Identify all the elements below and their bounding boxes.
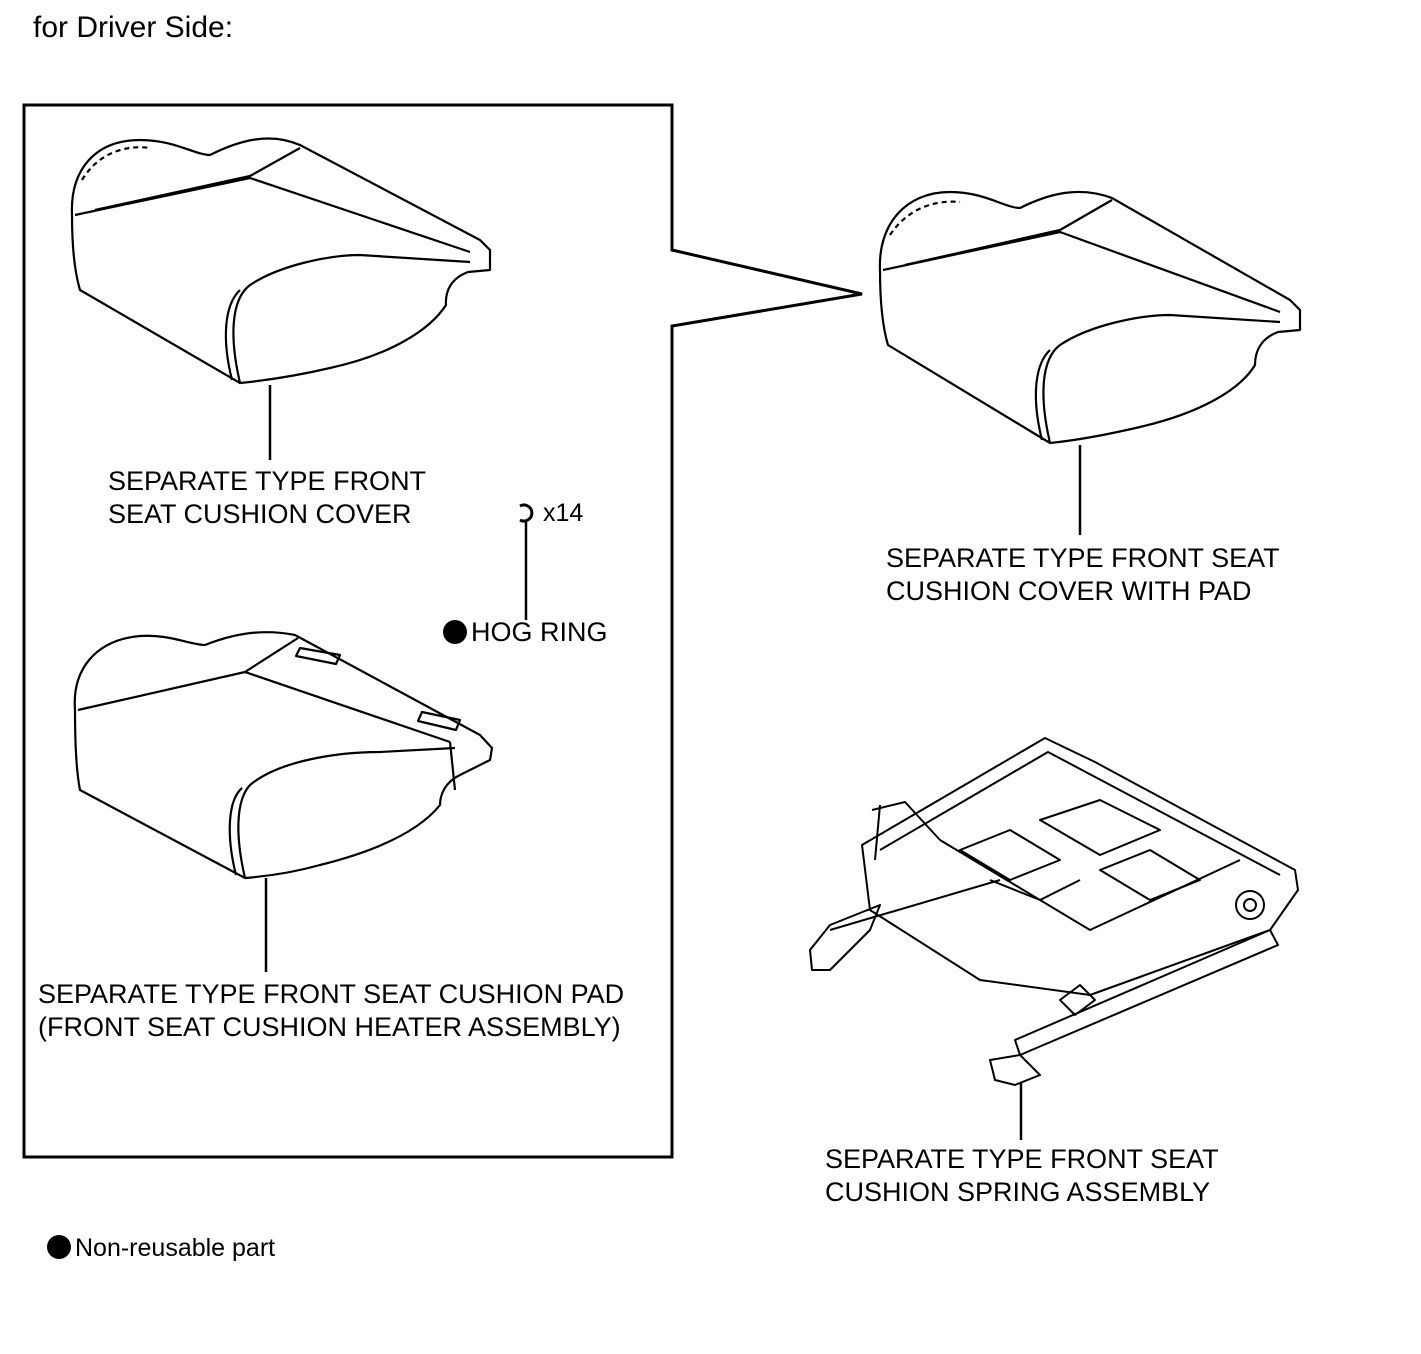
seat-cushion-cover-illustration [70, 137, 492, 385]
label-cushion-cover: SEPARATE TYPE FRONT SEAT CUSHION COVER [108, 465, 426, 531]
label-hog-ring-text: HOG RING [471, 617, 608, 647]
label-cover-with-pad-line-1: SEPARATE TYPE FRONT SEAT [886, 543, 1280, 573]
filled-circle-icon [47, 1235, 71, 1259]
label-cushion-pad-line-1: SEPARATE TYPE FRONT SEAT CUSHION PAD [38, 979, 625, 1009]
cover-with-pad-illustration [878, 190, 1302, 445]
hog-ring-icon [519, 503, 534, 523]
label-spring-assembly-line-1: SEPARATE TYPE FRONT SEAT [825, 1144, 1219, 1174]
seat-cushion-pad-illustration [73, 631, 494, 880]
label-cushion-cover-line-2: SEAT CUSHION COVER [108, 499, 412, 529]
label-hog-ring: HOG RING [443, 616, 608, 649]
non-reusable-dot-icon [443, 620, 467, 644]
spring-assembly-illustration [809, 737, 1299, 1086]
legend-non-reusable-text: Non-reusable part [75, 1234, 276, 1262]
legend-non-reusable: Non-reusable part [47, 1232, 275, 1265]
label-spring-assembly-line-2: CUSHION SPRING ASSEMBLY [825, 1177, 1211, 1207]
label-cushion-pad-line-2: (FRONT SEAT CUSHION HEATER ASSEMBLY) [38, 1012, 621, 1042]
label-cushion-pad: SEPARATE TYPE FRONT SEAT CUSHION PAD (FR… [38, 978, 624, 1044]
label-cushion-cover-line-1: SEPARATE TYPE FRONT [108, 466, 427, 496]
label-cover-with-pad-line-2: CUSHION COVER WITH PAD [886, 576, 1252, 606]
label-cover-with-pad: SEPARATE TYPE FRONT SEAT CUSHION COVER W… [886, 542, 1280, 608]
page-heading: for Driver Side: [33, 11, 234, 44]
callout-box [22, 103, 863, 1159]
label-spring-assembly: SEPARATE TYPE FRONT SEAT CUSHION SPRING … [825, 1143, 1219, 1209]
label-hog-ring-qty: x14 [543, 499, 584, 527]
